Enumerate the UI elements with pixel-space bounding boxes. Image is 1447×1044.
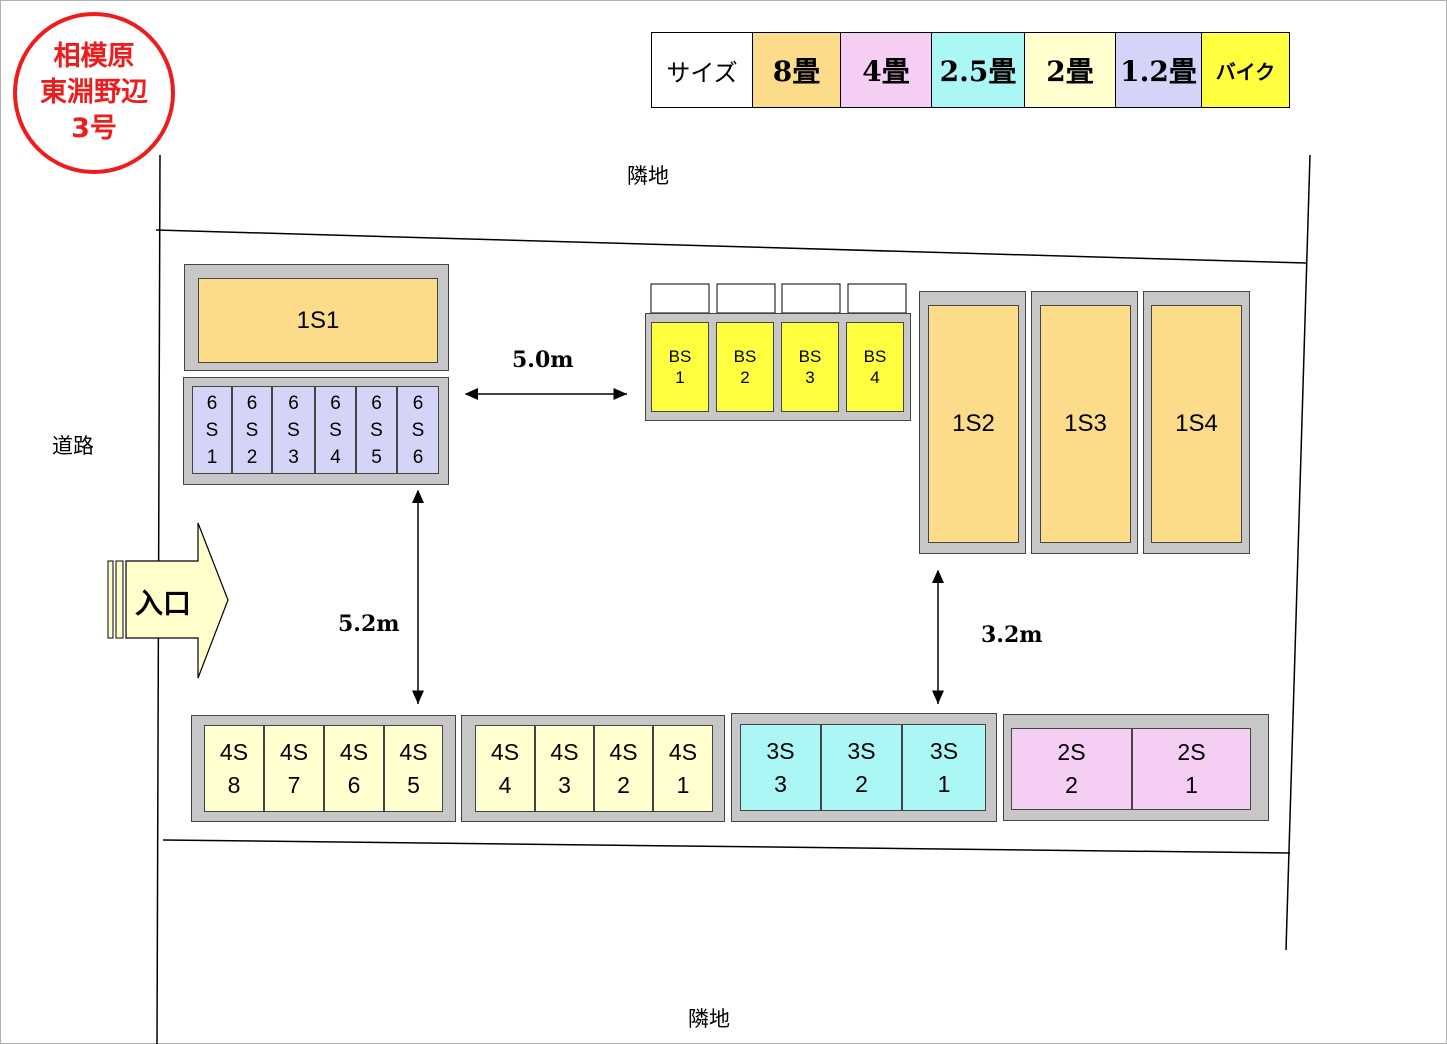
unit-4s3[interactable]: 4S 3 [535,725,594,812]
unit-1s3[interactable]: 1S3 [1040,305,1131,543]
dimension-5-2m: 5.2m [338,611,400,637]
legend-4jo: 4畳 [840,33,931,107]
unit-2s1[interactable]: 2S 1 [1132,728,1251,810]
unit-6s6[interactable]: 6 S 6 [397,386,439,474]
unit-4s7[interactable]: 4S 7 [264,725,324,812]
entrance-label: 入口 [135,587,192,620]
south-neighbor-label: 隣地 [688,1007,730,1031]
unit-1s4[interactable]: 1S4 [1151,305,1242,543]
unit-2s2[interactable]: 2S 2 [1011,728,1132,810]
legend-bike: バイク [1201,33,1289,107]
bike-top-boxes [650,283,907,314]
road-label: 道路 [52,434,94,458]
stamp-line-1: 相模原 [53,41,135,72]
unit-6s4[interactable]: 6 S 4 [315,386,356,474]
stamp-line-2: 東淵野辺 [40,77,148,108]
north-neighbor-label: 隣地 [627,164,669,188]
unit-bs1[interactable]: BS 1 [651,322,709,412]
unit-3s1[interactable]: 3S 1 [902,724,986,811]
south-boundary-line [162,839,1291,854]
north-boundary-line [155,229,1307,264]
stamp-line-3: 3号 [71,113,117,144]
east-boundary-line [1285,154,1311,951]
unit-4s6[interactable]: 4S 6 [324,725,384,812]
legend-8jo: 8畳 [752,33,840,107]
unit-1s2[interactable]: 1S2 [928,305,1019,543]
unit-bs2[interactable]: BS 2 [716,322,774,412]
unit-bs3[interactable]: BS 3 [781,322,839,412]
unit-bs4[interactable]: BS 4 [846,322,904,412]
legend-1-2jo: 1.2畳 [1115,33,1201,107]
size-legend: サイズ 8畳 4畳 2.5畳 2畳 1.2畳 バイク [651,32,1290,108]
unit-4s8[interactable]: 4S 8 [204,725,264,812]
unit-6s3[interactable]: 6 S 3 [272,386,315,474]
unit-4s1[interactable]: 4S 1 [653,725,713,812]
location-stamp: 相模原 東淵野辺 3号 [13,12,175,174]
unit-6s1[interactable]: 6 S 1 [192,386,232,474]
unit-4s5[interactable]: 4S 5 [384,725,443,812]
unit-6s2[interactable]: 6 S 2 [232,386,272,474]
unit-3s3[interactable]: 3S 3 [740,724,821,811]
dimension-5-0m: 5.0m [512,347,574,373]
legend-2jo: 2畳 [1024,33,1115,107]
legend-2-5jo: 2.5畳 [931,33,1024,107]
entrance-arrow [107,522,229,679]
unit-4s4[interactable]: 4S 4 [475,725,535,812]
unit-4s2[interactable]: 4S 2 [594,725,653,812]
unit-3s2[interactable]: 3S 2 [821,724,902,811]
dimension-3-2m: 3.2m [981,622,1043,648]
legend-title: サイズ [666,58,738,87]
unit-1s1[interactable]: 1S1 [198,278,438,363]
unit-6s5[interactable]: 6 S 5 [356,386,397,474]
